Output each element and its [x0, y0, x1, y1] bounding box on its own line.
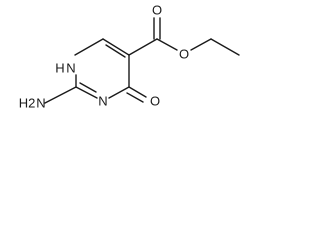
ester-group — [128, 17, 240, 56]
atom-label-nh-n: N — [66, 60, 75, 75]
bond-n1-c6 — [74, 38, 104, 56]
pyrimidine-ring — [74, 38, 130, 99]
bond-c6-c5 — [102, 38, 130, 56]
atom-label-nh2-h2: H2 — [19, 95, 36, 110]
atom-labels: H N N H2 N O O O — [19, 2, 189, 110]
bond-c6-c5-double — [105, 44, 126, 58]
atom-label-n3: N — [98, 93, 107, 108]
bond-n3-c2 — [75, 86, 98, 99]
bond-c-oester — [156, 38, 178, 51]
atom-label-ketone-o: O — [150, 93, 160, 108]
bond-c2-nh2 — [44, 86, 77, 104]
bond-n3-c2-double — [79, 82, 97, 93]
atom-label-ester-o: O — [179, 46, 189, 61]
atom-label-nh-h: H — [55, 60, 64, 75]
bond-c4-n3 — [108, 86, 130, 99]
bond-c4-o — [128, 86, 147, 98]
atom-label-carbonyl-o: O — [152, 2, 162, 17]
bond-ch2-ch3 — [210, 38, 240, 56]
chemical-structure: H N N H2 N O O O — [19, 2, 240, 110]
atom-label-nh2-n: N — [36, 95, 45, 110]
bond-c4-o-double — [126, 92, 144, 103]
bond-oester-ch2 — [190, 38, 212, 51]
bond-c5-ccarbonyl — [128, 38, 158, 56]
ketone-group — [126, 86, 147, 103]
